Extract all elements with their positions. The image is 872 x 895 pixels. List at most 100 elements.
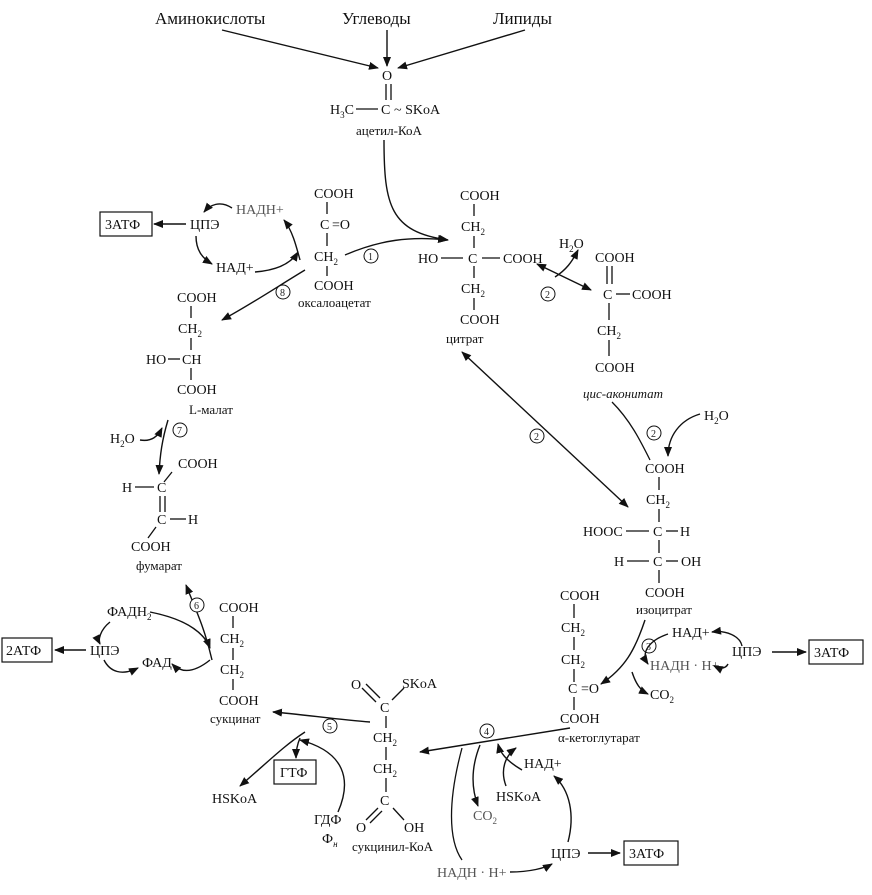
alpha-ketoglutarate: COOH CH2 CH2 C =O COOH α-кетоглутарат xyxy=(558,589,640,745)
gtp-box xyxy=(273,759,317,785)
malate-label: L-малат xyxy=(189,402,233,417)
cpe-step6: ЦПЭ xyxy=(90,644,119,659)
svg-text:COOH: COOH xyxy=(645,586,685,601)
succinate: COOH CH2 CH2 COOH сукцинат xyxy=(210,601,261,726)
svg-text:CH2: CH2 xyxy=(373,731,397,748)
svg-text:CH2: CH2 xyxy=(561,621,585,638)
oxaloacetate-label: оксалоацетат xyxy=(298,295,371,310)
cis-aconitate: COOH C COOH CH2 COOH цис-аконитат xyxy=(583,251,672,401)
svg-text:CH2: CH2 xyxy=(461,220,485,237)
svg-text:HOOC: HOOC xyxy=(583,525,623,540)
svg-text:COOH: COOH xyxy=(314,187,354,202)
arrow-co2-out xyxy=(471,744,481,807)
fad-label: ФАД xyxy=(142,656,172,671)
nad-step8: НАД+ xyxy=(216,261,254,276)
cpe-step3: ЦПЭ xyxy=(732,645,761,660)
arrow-cpe8-nad xyxy=(195,235,213,265)
svg-text:2: 2 xyxy=(534,432,539,443)
akg-label: α-кетоглутарат xyxy=(558,730,640,745)
svg-text:COOH: COOH xyxy=(632,288,672,303)
citrate: COOH CH2 HO C COOH CH2 COOH цитрат xyxy=(418,189,543,346)
succinate-label: сукцинат xyxy=(210,711,261,726)
arrow-h2o-step7 xyxy=(139,427,163,442)
co2-step3: CO2 xyxy=(650,688,674,705)
svg-text:=O: =O xyxy=(332,218,350,233)
svg-text:1: 1 xyxy=(368,252,373,263)
source-carbohydrates: Углеводы xyxy=(342,9,411,28)
svg-text:SKoA: SKoA xyxy=(402,677,438,692)
svg-text:C: C xyxy=(157,513,166,528)
nad-step4: НАД+ xyxy=(524,757,562,772)
arrow-amino xyxy=(221,29,379,70)
gtp-label: ГТФ xyxy=(280,766,307,781)
citrate-label: цитрат xyxy=(446,331,484,346)
arrow-nadh-cpe8 xyxy=(203,202,233,213)
svg-text:H3C: H3C xyxy=(330,103,354,120)
svg-text:2: 2 xyxy=(651,429,656,440)
step-4: 4 xyxy=(479,723,495,739)
atp-label-step3: 3АТФ xyxy=(814,646,849,661)
atp-box-step8 xyxy=(99,211,153,237)
svg-text:COOH: COOH xyxy=(131,540,171,555)
svg-text:HO: HO xyxy=(418,252,438,267)
svg-text:COOH: COOH xyxy=(314,279,354,294)
source-aminoacids: Аминокислоты xyxy=(155,9,266,28)
svg-text:COOH: COOH xyxy=(560,712,600,727)
nadh-step4: НАДН · Н+ xyxy=(437,866,507,881)
svg-text:CH2: CH2 xyxy=(373,762,397,779)
svg-text:COOH: COOH xyxy=(177,383,217,398)
svg-text:5: 5 xyxy=(327,722,332,733)
fumarate: COOH H C C H COOH фумарат xyxy=(122,457,218,573)
source-lipids: Липиды xyxy=(493,9,552,28)
svg-text:OH: OH xyxy=(681,555,701,570)
svg-text:OH: OH xyxy=(404,821,424,836)
h2o-citrate: H2O xyxy=(559,237,584,254)
arrow-cpe3-to-nad xyxy=(711,626,743,647)
isocitrate-label: изоцитрат xyxy=(636,602,692,617)
svg-text:C: C xyxy=(653,525,662,540)
svg-text:=O: =O xyxy=(581,682,599,697)
svg-text:C: C xyxy=(603,288,612,303)
arrow-akg-succinyl xyxy=(419,727,571,755)
svg-text:CH: CH xyxy=(182,353,201,368)
nad-step3: НАД+ xyxy=(672,626,710,641)
svg-text:H: H xyxy=(680,525,690,540)
arrow-to-gtp xyxy=(292,737,301,759)
nadh-step8: НАДН+ xyxy=(236,203,284,218)
arrow-h2o-in xyxy=(664,413,701,457)
svg-text:C: C xyxy=(653,555,662,570)
nadh-step3: НАДН · Н+ xyxy=(650,659,720,674)
svg-text:8: 8 xyxy=(280,288,285,299)
arrow-nad-step3 xyxy=(639,633,669,665)
svg-text:6: 6 xyxy=(194,601,199,612)
svg-text:CH2: CH2 xyxy=(314,250,338,267)
svg-text:COOH: COOH xyxy=(177,291,217,306)
arrow-nad-in xyxy=(496,743,523,771)
svg-text:7: 7 xyxy=(177,426,182,437)
atp-label-step4: 3АТФ xyxy=(629,847,664,862)
svg-text:COOH: COOH xyxy=(503,252,543,267)
atp-label-step8: 3АТФ xyxy=(105,218,140,233)
co2-step4: CO2 xyxy=(473,809,497,826)
svg-text:COOH: COOH xyxy=(219,601,259,616)
svg-text:H: H xyxy=(614,555,624,570)
svg-text:C: C xyxy=(468,252,477,267)
step-2a: 2 xyxy=(540,286,556,302)
hskoa-step5: HSKoA xyxy=(212,792,258,807)
isocitrate: COOH CH2 HOOC C H H C OH COOH изоцитрат xyxy=(583,462,701,617)
svg-text:C: C xyxy=(381,103,390,118)
arrow-isocitrate-akg xyxy=(600,619,646,685)
oxaloacetate: COOH C =O CH2 COOH оксалоацетат xyxy=(298,187,371,310)
svg-text:H: H xyxy=(122,481,132,496)
svg-text:CH2: CH2 xyxy=(597,324,621,341)
svg-text:COOH: COOH xyxy=(178,457,218,472)
svg-text:H: H xyxy=(188,513,198,528)
arrow-succinate-fumarate xyxy=(185,584,213,661)
arrow-hskoa-out xyxy=(239,731,306,787)
svg-text:COOH: COOH xyxy=(460,189,500,204)
svg-text:COOH: COOH xyxy=(595,251,635,266)
fumarate-label: фумарат xyxy=(136,558,182,573)
svg-text:4: 4 xyxy=(484,727,489,738)
line-nadh-step4 xyxy=(450,747,463,861)
